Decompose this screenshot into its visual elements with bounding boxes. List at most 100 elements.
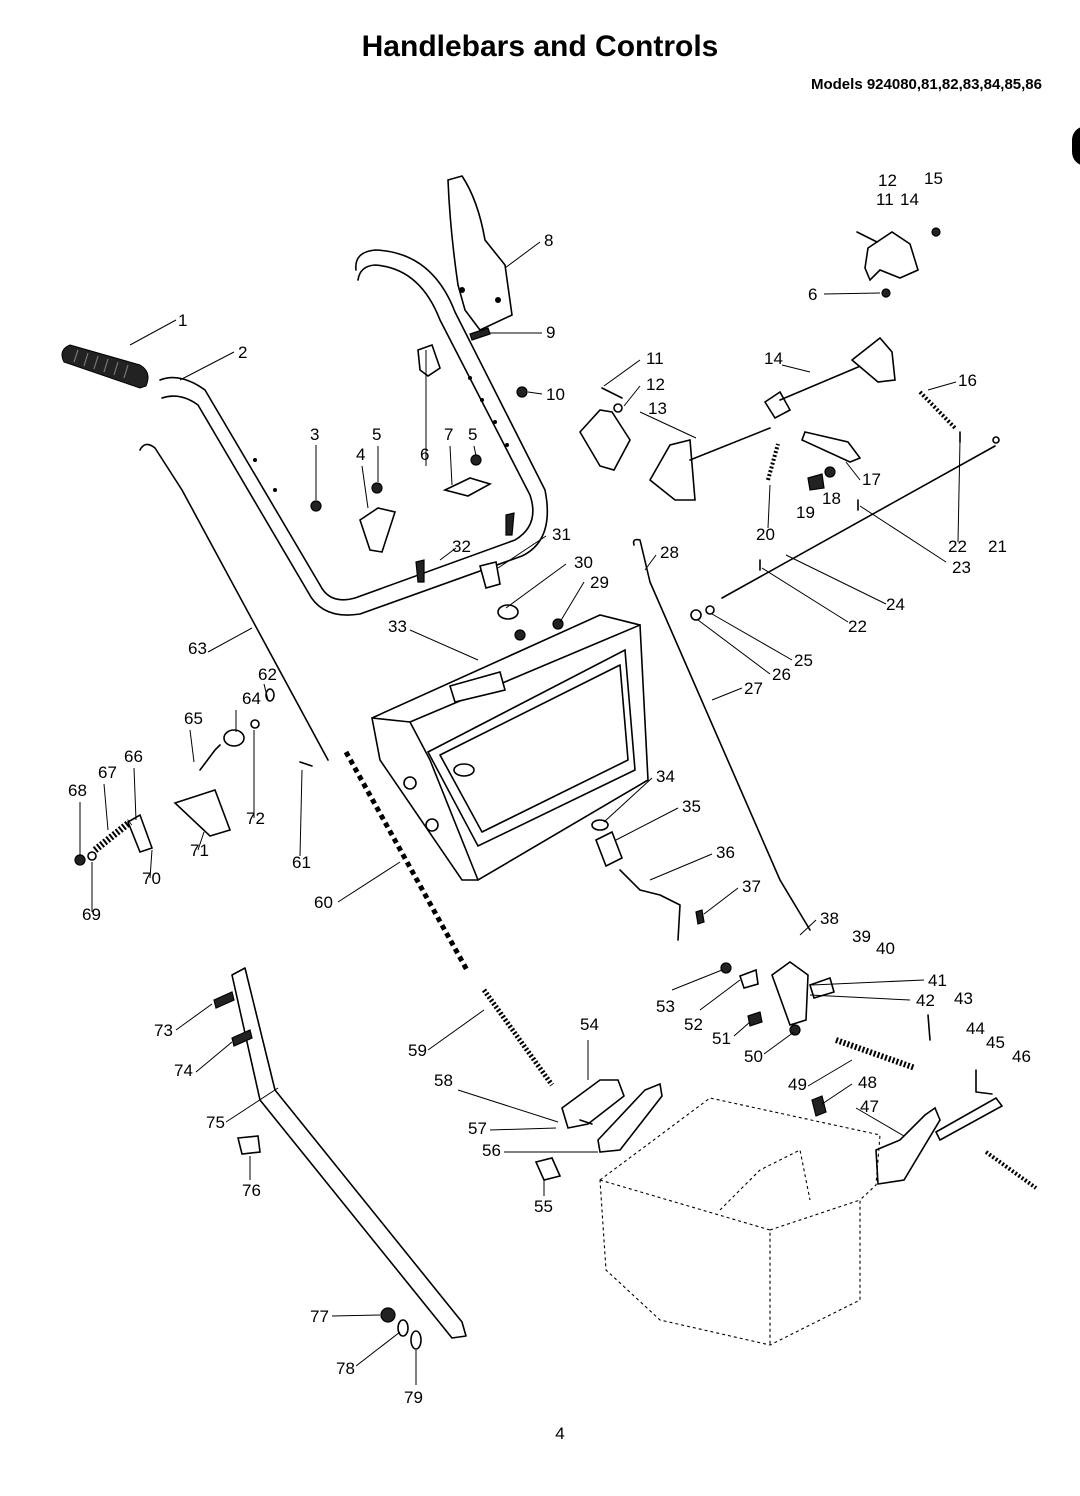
leader-29 <box>559 581 585 623</box>
part-plate-17 <box>800 431 862 463</box>
callout-6: 6 <box>808 285 817 304</box>
callout-54: 54 <box>580 1015 599 1034</box>
leader-lines <box>79 241 961 1385</box>
part-nut-3 <box>310 500 322 512</box>
leader-73 <box>175 1003 213 1031</box>
callout-13: 13 <box>648 399 667 418</box>
callout-67: 67 <box>98 763 117 782</box>
callout-38: 38 <box>820 909 839 928</box>
part-bolt-9 <box>469 327 491 341</box>
leader-4 <box>361 465 369 509</box>
leader-60 <box>337 861 401 903</box>
callout-79: 79 <box>404 1388 423 1407</box>
page-title: Handlebars and Controls <box>361 30 719 63</box>
callout-62: 62 <box>258 665 277 684</box>
callout-14: 14 <box>900 190 919 209</box>
callout-52: 52 <box>684 1015 703 1034</box>
callout-69: 69 <box>82 905 101 924</box>
callout-19: 19 <box>796 503 815 522</box>
callout-56: 56 <box>482 1141 501 1160</box>
part-41 <box>809 976 835 999</box>
callout-11: 11 <box>646 349 664 368</box>
callout-47: 47 <box>860 1097 879 1116</box>
part-washer-69 <box>87 851 97 861</box>
callout-50: 50 <box>744 1047 763 1066</box>
callout-22: 22 <box>848 617 867 636</box>
part-15 <box>931 227 941 237</box>
callout-66: 66 <box>124 747 143 766</box>
leader-57 <box>489 1127 557 1131</box>
leader-63 <box>207 627 253 653</box>
callout-65: 65 <box>184 709 203 728</box>
leader-2 <box>179 351 235 381</box>
leader-30 <box>505 563 567 609</box>
callout-33: 33 <box>388 617 407 636</box>
part-idler-54 <box>561 1079 625 1129</box>
part-spring-67 <box>92 819 133 853</box>
part-21 <box>992 436 1000 444</box>
part-screw-37 <box>695 909 705 925</box>
part-bolt-74 <box>231 1029 253 1047</box>
leader-49 <box>807 1059 853 1087</box>
part-control-panel <box>371 614 649 881</box>
leader-53 <box>671 969 723 991</box>
callout-41: 41 <box>928 971 947 990</box>
callout-16: 16 <box>958 371 977 390</box>
part-pin-11 <box>601 387 623 399</box>
leader-7 <box>449 445 453 486</box>
part-washer-79 <box>410 1330 422 1350</box>
page-edge-tab <box>1072 126 1080 166</box>
leader-38 <box>799 919 817 936</box>
part-spring-16 <box>918 390 957 430</box>
part-nut-26 <box>690 609 702 621</box>
part-bracket-66 <box>127 813 154 853</box>
callout-51: 51 <box>712 1029 731 1048</box>
part-52 <box>738 968 759 989</box>
part-bolt-73 <box>213 991 235 1009</box>
leader-24 <box>785 554 887 605</box>
callout-1: 1 <box>178 311 187 330</box>
callout-60: 60 <box>314 893 333 912</box>
part-44 <box>975 1069 993 1095</box>
callout-72: 72 <box>246 809 265 828</box>
leader-70 <box>149 849 153 879</box>
leader-37 <box>703 887 739 915</box>
part-handle-panel <box>447 175 513 332</box>
leader-75 <box>225 1087 279 1123</box>
leader-65 <box>189 729 195 763</box>
callout-57: 57 <box>468 1119 487 1138</box>
callout-43: 43 <box>954 989 973 1008</box>
callout-61: 61 <box>292 853 311 872</box>
callout-53: 53 <box>656 997 675 1016</box>
callout-70: 70 <box>142 869 161 888</box>
callout-71: 71 <box>190 841 209 860</box>
part-lever-75 <box>231 967 467 1339</box>
part-bracket-56 <box>597 1082 663 1153</box>
callout-10: 10 <box>546 385 565 404</box>
callout-37: 37 <box>742 877 761 896</box>
part-nut-53 <box>720 962 732 974</box>
leader-12 <box>623 385 641 407</box>
part-spring-46 <box>984 1150 1038 1190</box>
leader-59 <box>427 1009 485 1051</box>
leader-62 <box>263 683 269 701</box>
callout-48: 48 <box>858 1073 877 1092</box>
leader-22 <box>761 567 849 623</box>
diagram-parts <box>61 175 1038 1350</box>
part-nut-18 <box>824 466 836 478</box>
leader-77 <box>331 1314 381 1317</box>
callout-59: 59 <box>408 1041 427 1060</box>
part-nut-5a <box>371 482 383 494</box>
callout-5: 5 <box>468 425 477 444</box>
callout-77: 77 <box>310 1307 329 1326</box>
callout-36: 36 <box>716 843 735 862</box>
callout-14: 14 <box>764 349 783 368</box>
part-bushing-64 <box>223 729 245 747</box>
callout-20: 20 <box>756 525 775 544</box>
part-shaft-45 <box>934 1096 1004 1142</box>
part-rod-24 <box>721 445 996 599</box>
callout-7: 7 <box>444 425 453 444</box>
callout-39: 39 <box>852 927 871 946</box>
part-bracket-14-top <box>864 231 919 282</box>
part-bracket-13 <box>579 409 631 471</box>
